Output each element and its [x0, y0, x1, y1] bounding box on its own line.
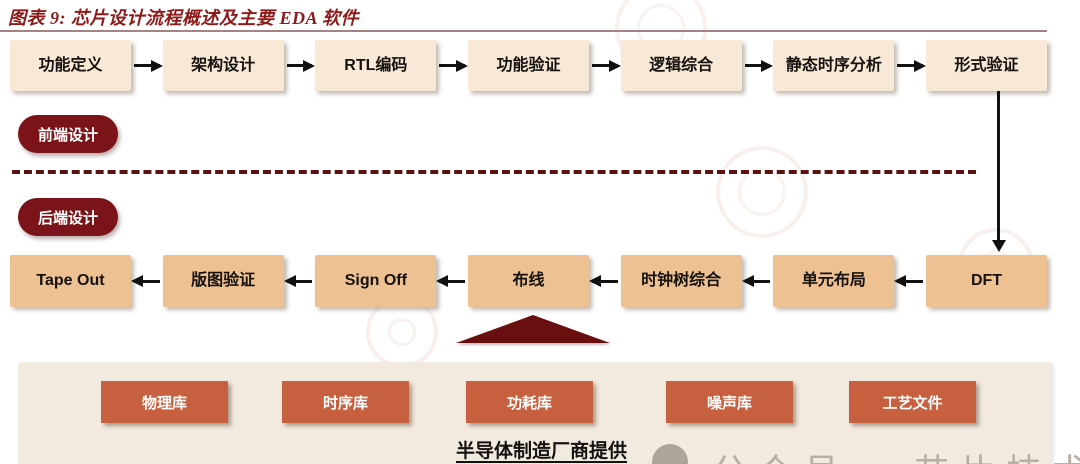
library-box: 功耗库 [466, 381, 593, 423]
backend-stage-badge: 后端设计 [18, 198, 118, 236]
arrow-right-icon [592, 64, 618, 67]
library-box: 噪声库 [666, 381, 793, 423]
arrow-left-icon [439, 279, 466, 283]
library-box: 物理库 [101, 381, 228, 423]
title-divider [0, 30, 1047, 32]
arrow-left-icon [286, 279, 313, 283]
flow-step-box: 架构设计 [162, 40, 284, 91]
watermark-logo-icon [716, 146, 808, 238]
arrow-left-icon [897, 279, 924, 283]
flow-step-box: 形式验证 [926, 40, 1048, 91]
flow-step-box: 单元布局 [773, 255, 895, 307]
frontend-backend-divider [12, 170, 976, 174]
foundry-panel: 物理库 时序库 功耗库 噪声库 工艺文件 半导体制造厂商提供 [18, 362, 1052, 464]
flow-step-box: 静态时序分析 [773, 40, 895, 91]
figure-title: 图表 9: 芯片设计流程概述及主要 EDA 软件 [8, 8, 360, 28]
arrow-right-icon [286, 64, 313, 67]
arrow-right-icon [744, 64, 771, 67]
arrow-left-icon [134, 279, 160, 283]
account-logo-icon [652, 444, 688, 464]
flow-step-box: 逻辑综合 [620, 40, 742, 91]
arrow-left-icon [744, 279, 771, 283]
arrow-left-icon [592, 279, 618, 283]
backend-flow-row: Tape Out 版图验证 Sign Off 布线 时钟树综合 单元布局 DFT [10, 255, 1048, 307]
arrow-right-icon [439, 64, 466, 67]
account-watermark-text: 公众号 · 芯片技术与工艺 [712, 444, 1080, 464]
arrow-right-icon [134, 64, 160, 67]
flow-step-box: 布线 [468, 255, 590, 307]
flow-step-box: 功能验证 [468, 40, 590, 91]
frontend-stage-badge: 前端设计 [18, 115, 118, 153]
library-box: 工艺文件 [849, 381, 976, 423]
flow-step-box: Sign Off [315, 255, 437, 307]
flow-step-box: RTL编码 [315, 40, 437, 91]
foundry-caption: 半导体制造厂商提供 [456, 441, 628, 462]
flow-step-box: 版图验证 [162, 255, 284, 307]
account-watermark: 公众号 · 芯片技术与工艺 [652, 444, 1080, 464]
flow-step-box: DFT [926, 255, 1048, 307]
flow-step-box: 时钟树综合 [620, 255, 742, 307]
library-box: 时序库 [282, 381, 409, 423]
arrow-right-icon [897, 64, 924, 67]
frontend-flow-row: 功能定义 架构设计 RTL编码 功能验证 逻辑综合 静态时序分析 形式验证 [10, 40, 1048, 91]
up-triangle-icon [456, 315, 610, 343]
arrow-down-icon [997, 91, 1000, 241]
flow-step-box: Tape Out [10, 255, 131, 307]
flow-step-box: 功能定义 [10, 40, 131, 91]
